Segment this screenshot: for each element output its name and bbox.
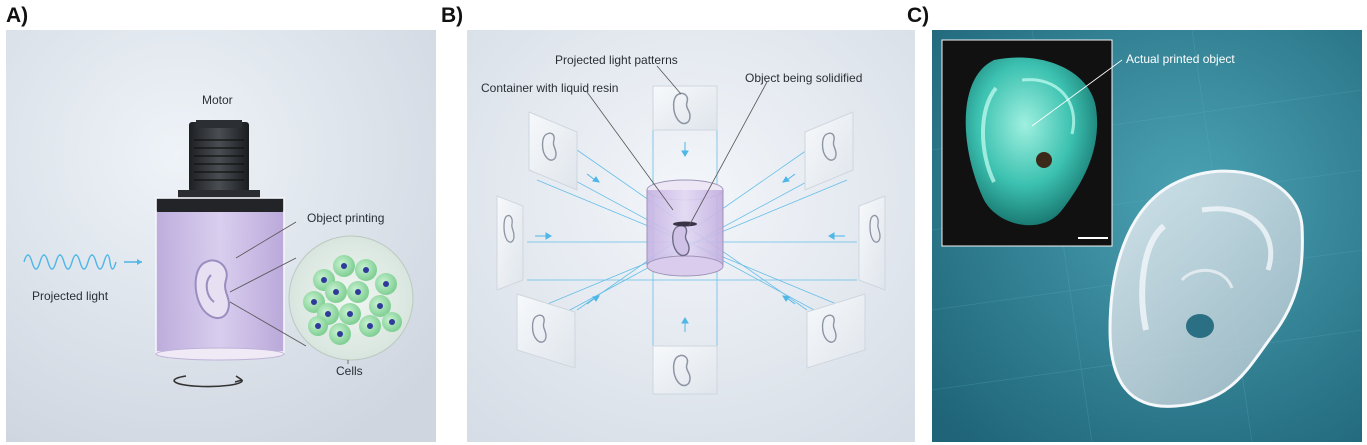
panel-b-letter: B) [441,4,464,27]
label-projected-light: Projected light [32,289,109,303]
label-object-being-solidified: Object being solidified [745,71,862,85]
label-motor: Motor [202,93,233,107]
projection-tile-bottom [652,345,718,395]
cells-magnified [288,235,414,361]
panel-a: Motor Object printing Projected light Ce… [6,30,436,442]
projection-tile-top [652,85,718,131]
label-projected-light-patterns: Projected light patterns [555,53,678,67]
label-cells: Cells [336,364,363,378]
panel-c-photo: Actual printed object [932,30,1362,442]
inset-photo [941,39,1123,247]
label-container-with-liquid-resin: Container with liquid resin [481,81,618,95]
panel-c-letter: C) [907,4,930,27]
panel-b: Projected light patterns Container with … [467,30,915,442]
label-object-printing: Object printing [307,211,384,225]
beam-arrows [535,142,845,332]
panel-c: Actual printed object [932,30,1362,442]
rotation-arrow-icon [173,375,243,388]
projection-tile-bottom-left [516,293,576,369]
resin-container [155,197,285,361]
projection-tile-bottom-right [806,293,866,369]
projection-tile-right [858,195,886,291]
projection-tile-top-left [528,111,578,191]
ear-object [194,259,230,319]
printed-ear-object [1108,169,1304,408]
projection-tile-top-right [804,111,854,191]
label-actual-printed-object: Actual printed object [1126,52,1235,66]
panel-a-diagram: Motor Object printing Projected light Ce… [6,30,436,442]
panel-a-letter: A) [6,4,29,27]
motor [178,120,260,198]
projection-tile-left [496,195,524,291]
panel-b-diagram: Projected light patterns Container with … [467,30,915,442]
central-resin-container [646,179,724,277]
light-wave-icon [23,254,142,270]
